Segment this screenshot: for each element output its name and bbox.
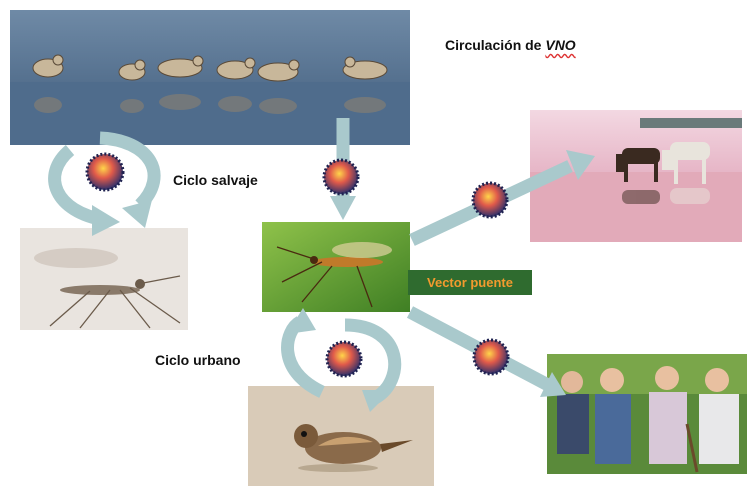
virus-particles [85, 152, 510, 378]
virus-icon [471, 181, 509, 219]
sparrow-photo [248, 386, 434, 486]
diagram-title: Circulación de VNO [445, 37, 576, 53]
wild-cycle-label: Ciclo salvaje [173, 172, 258, 188]
wild-cycle-arrow-down [48, 145, 107, 227]
virus-icon [85, 152, 125, 192]
horses-photo [530, 110, 742, 242]
urban-cycle-label: Ciclo urbano [155, 352, 241, 368]
virus-icon [472, 338, 510, 376]
virus-icon [322, 158, 360, 196]
mosquito-photo [20, 228, 188, 330]
title-prefix: Circulación de [445, 37, 546, 53]
virus-icon [325, 340, 363, 378]
elderly-people-photo [547, 354, 747, 474]
bridge-vector-badge: Vector puente [408, 270, 532, 295]
title-vno: VNO [545, 37, 576, 53]
wild-cycle-arrow-up [99, 131, 161, 210]
bridge-mosquito-photo [262, 222, 410, 312]
